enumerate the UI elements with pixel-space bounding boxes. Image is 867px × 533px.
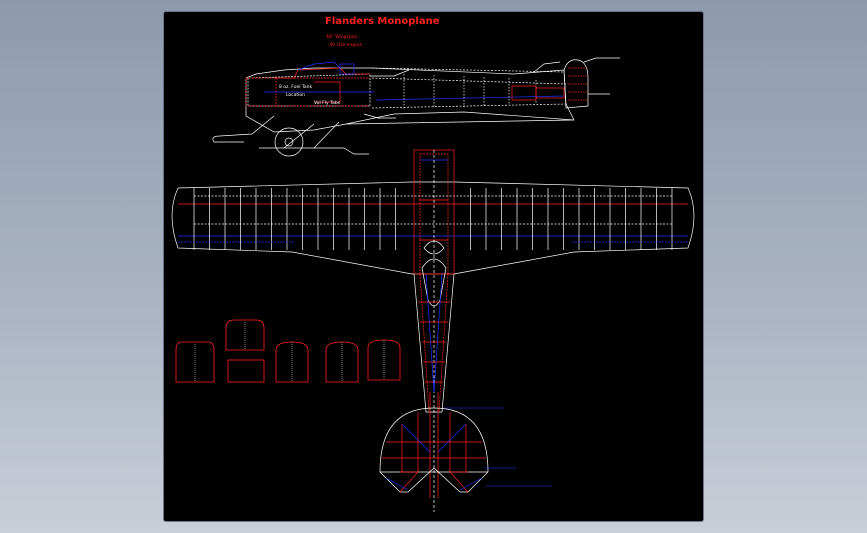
tail-plan-view [379,407,552,493]
cad-viewport[interactable]: Flanders Monoplane 48" Wingspan .40 size… [164,12,703,521]
title-block: Flanders Monoplane 48" Wingspan .40 size… [325,16,440,48]
drawing-subtitle-wingspan: 48" Wingspan [326,34,357,40]
fuel-tank-location-label: Location [286,92,305,98]
fuselage-plan-view [413,149,455,512]
former-templates [175,319,401,383]
fly-tabs-label: Vol Fly Tabs [314,100,341,106]
drawing-subtitle-engine: .40 size engine [328,42,362,48]
plan-drawing: Flanders Monoplane 48" Wingspan .40 size… [171,16,695,512]
side-view: 8 oz. Fuel Tank Location Vol Fly Tabs [212,57,620,157]
fuel-tank-label: 8 oz. Fuel Tank [279,84,313,90]
drawing-title: Flanders Monoplane [325,16,440,27]
wing-plan-view [171,181,695,275]
